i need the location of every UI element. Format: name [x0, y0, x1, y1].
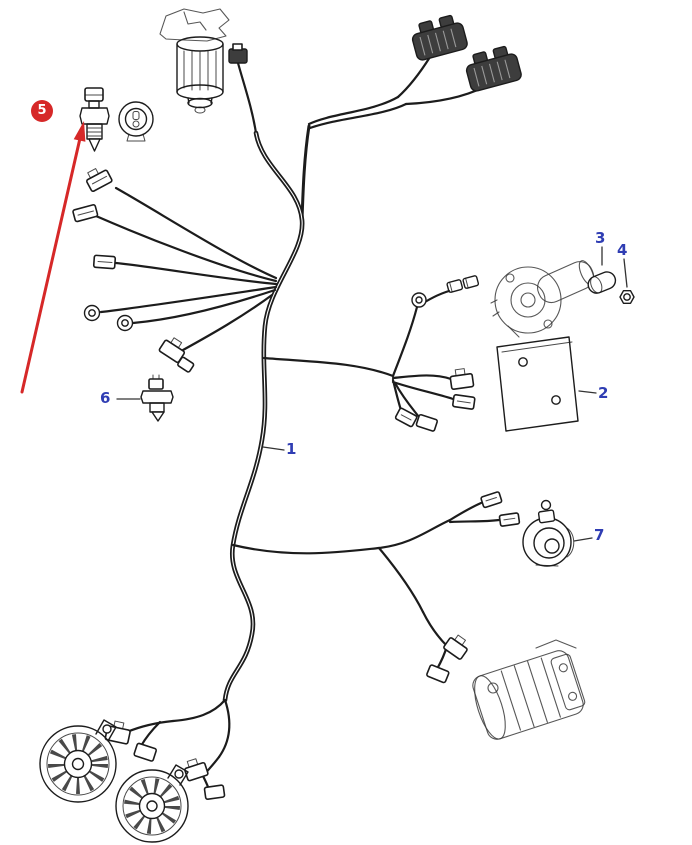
- part-bush-item3: [587, 271, 617, 294]
- wiring-harness: [94, 55, 501, 792]
- connector-bottom-1: [104, 720, 131, 745]
- part-sensor-item5: [79, 87, 110, 152]
- callout-2: 2: [598, 384, 609, 402]
- callout-5-label: 5: [37, 103, 47, 118]
- callout-7: 7: [594, 526, 605, 544]
- part-sensor-item6: [140, 374, 174, 422]
- pointer-arrow: [20, 121, 86, 394]
- callout-5-badge: 5: [31, 100, 53, 122]
- connector-left-5: [177, 356, 195, 373]
- callout-leader-lines: [116, 246, 628, 542]
- callout-6: 6: [100, 389, 111, 407]
- part-nut-item4: [619, 290, 635, 304]
- connector-mid-3: [394, 407, 418, 428]
- callout-1: 1: [286, 440, 297, 458]
- ring-terminal-2: [116, 314, 134, 332]
- connector-left-3: [92, 254, 117, 270]
- connector-low-2: [426, 664, 450, 684]
- connector-low-1: [443, 634, 468, 660]
- spade-terminal-2: [498, 512, 521, 527]
- connector-left-1: [86, 168, 113, 193]
- connector-bottom-4: [203, 784, 226, 801]
- part-starter-motor: [490, 260, 595, 338]
- spade-terminal-1: [480, 491, 503, 509]
- part-ignition-switch: [118, 101, 154, 142]
- connector-bottom-2: [133, 742, 158, 762]
- part-horn-left-1: [39, 719, 117, 803]
- ring-terminal-3: [411, 292, 427, 308]
- connector-large-a: [411, 14, 468, 61]
- connector-mid-4: [415, 413, 439, 432]
- part-horn-left-2: [115, 764, 189, 843]
- connector-left-2: [72, 204, 99, 223]
- connector-top: [228, 43, 248, 64]
- part-alternator: [472, 639, 586, 740]
- part-plate-item2: [496, 336, 579, 432]
- connector-mid-1: [449, 368, 475, 391]
- ring-terminal-1: [83, 304, 101, 322]
- clip-1: [446, 279, 464, 293]
- clip-2: [462, 275, 480, 289]
- connector-large-b: [465, 45, 522, 92]
- callout-3: 3: [595, 229, 606, 247]
- callout-4: 4: [617, 241, 628, 259]
- connector-mid-2: [452, 394, 476, 410]
- part-horn-item7: [522, 499, 575, 567]
- part-fuel-filter: [159, 8, 230, 114]
